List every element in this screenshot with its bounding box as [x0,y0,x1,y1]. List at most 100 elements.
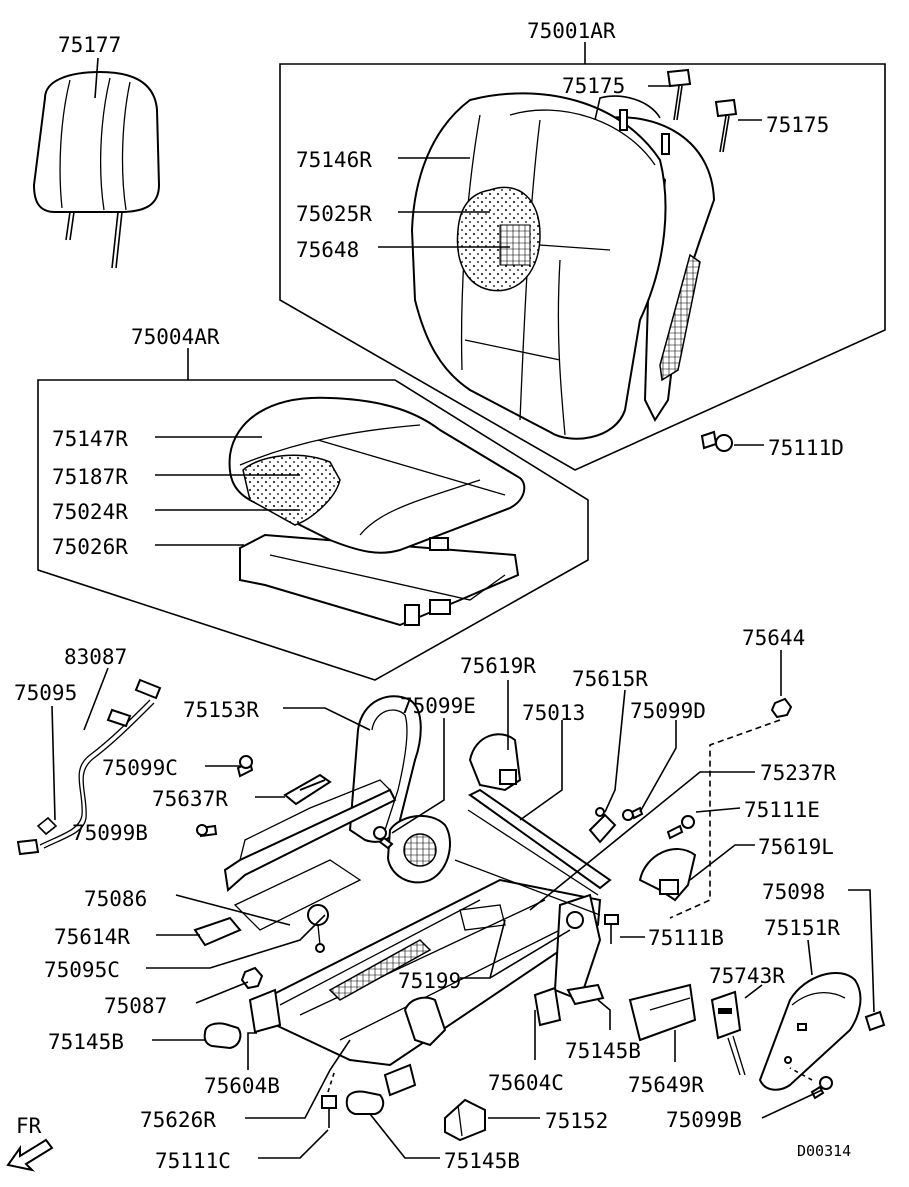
clip-95c-part [307,904,329,953]
seatback-part [410,92,716,440]
nut-87-label: 75087 [104,994,167,1018]
cushion-pad-a-label: 75187R [52,465,128,489]
clip-a-label: 75095 [14,681,77,705]
clip-95c-label: 75095C [44,958,120,982]
guide-right-label: 75175 [766,113,829,137]
headrest-leader [94,57,99,99]
harness-leader [83,667,109,731]
nut-top-part [770,697,793,719]
bolt-e-leader [695,807,741,813]
screw-d-leader [639,720,677,813]
bolt-e-label: 75111E [744,798,820,822]
cover-614-label: 75614R [54,925,130,949]
screw-d-label: 75099D [630,699,706,723]
cover-side-part [864,1010,886,1032]
cap-left-part [203,1022,242,1050]
frame-label: 75626R [140,1108,216,1132]
back-pad-a-label: 75025R [296,202,372,226]
harness-part [16,678,162,856]
cover-152-label: 75152 [545,1109,608,1133]
bracket-r-label: 75237R [760,761,836,785]
seatback-group-label: 75001AR [527,19,616,43]
guide-left-part [666,68,692,121]
harness-label: 83087 [64,645,127,669]
bracket-604b-label: 75604B [204,1074,280,1098]
cushion-pan-label: 75026R [52,535,128,559]
back-pad-b-label: 75648 [296,238,359,262]
cover-152-part [444,1098,486,1142]
screw-c-label: 75099C [102,756,178,780]
cap-right-label: 75145B [565,1039,641,1063]
nut-87-part [240,966,264,990]
cap-right-part [566,983,605,1006]
clip-r-part [588,807,617,844]
bracket-r-leader [529,771,755,911]
screw-c-part [236,755,254,778]
grommet-leader-b [489,929,571,979]
nut-top-label: 75644 [742,626,805,650]
cushion-pad-b-label: 75024R [52,500,128,524]
screw-b-left-part [196,824,218,838]
headrest-part [32,70,161,269]
side-shield-label: 75151R [764,916,840,940]
cover-649-part [628,983,697,1042]
guide-right-part [714,98,738,153]
grommet-label: 75199 [398,969,461,993]
bracket-604c-label: 75604C [488,1071,564,1095]
rail-a-part [467,788,612,896]
seatback-group-box [279,63,886,471]
frame-leader [245,1039,351,1119]
knob-l-leader [689,844,755,881]
screw-d-part [622,806,644,821]
back-bolt-part [700,430,733,452]
belt-buckle-label: 75743R [709,964,785,988]
belt-buckle-leader [744,984,763,999]
bolt-e-part [666,815,695,840]
seat-side-rail-part [193,779,397,947]
clip-r-label: 75615R [572,667,648,691]
cap-bottom-part [345,1090,385,1115]
knob-l-part [638,848,697,902]
cover-86-leader [175,894,291,926]
cap-bottom-label: 75145B [444,1149,520,1173]
cushion-part [228,396,526,627]
cover-side-leader [848,889,875,1013]
cover-649-label: 75649R [628,1073,704,1097]
cap-bottom-leader [369,1113,440,1159]
nut-87-leader [195,981,249,1004]
rail-a-leader [519,720,563,821]
bolt-b-label: 75111B [648,926,724,950]
cover-86-label: 75086 [84,887,147,911]
cap-right-leader [597,999,611,1030]
cushion-group-label: 75004AR [131,325,220,349]
screw-e-part [373,826,394,850]
cushion-cover-label: 75147R [52,427,128,451]
front-direction-arrow-icon [6,1138,54,1172]
knob-label: 75619R [460,654,536,678]
screw-e-leader [391,718,445,834]
clip-a-leader [51,705,56,821]
diagram-code: D00314 [797,1142,851,1160]
back-cover-label: 75146R [296,148,372,172]
lever-cover-label: 75637R [152,787,228,811]
recliner-cover-label: 75153R [183,698,259,722]
bolt-c-label: 75111C [155,1149,231,1173]
screw-b-left-label: 75099B [72,821,148,845]
headrest-label: 75177 [58,33,121,57]
bolt-c-leader [258,1129,329,1159]
knob-l-label: 75619L [758,835,834,859]
cap-left-label: 75145B [48,1030,124,1054]
seat-frame-part [248,814,602,1097]
guide-left-label: 75175 [562,74,625,98]
side-shield-part [758,971,862,1091]
knob-part [468,733,522,792]
screw-b-right-leader [761,1089,823,1119]
belt-buckle-part [710,990,746,1076]
back-bolt-label: 75111D [768,436,844,460]
recliner-cover-leader [283,707,371,731]
screw-e-label: 75099E [400,694,476,718]
lever-cover-part [283,773,332,806]
bracket-604b-leader [247,1032,257,1070]
screw-b-right-label: 75099B [666,1108,742,1132]
